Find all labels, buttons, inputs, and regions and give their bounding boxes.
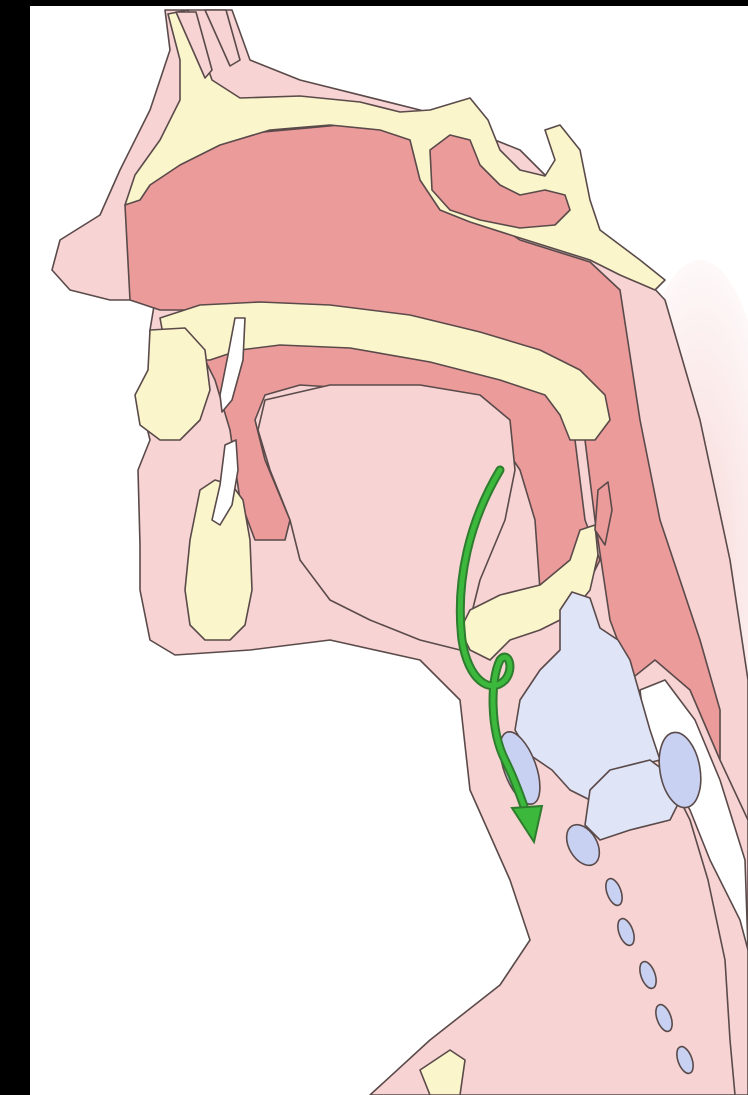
frame-left <box>0 0 30 1095</box>
frame-top <box>0 0 748 6</box>
